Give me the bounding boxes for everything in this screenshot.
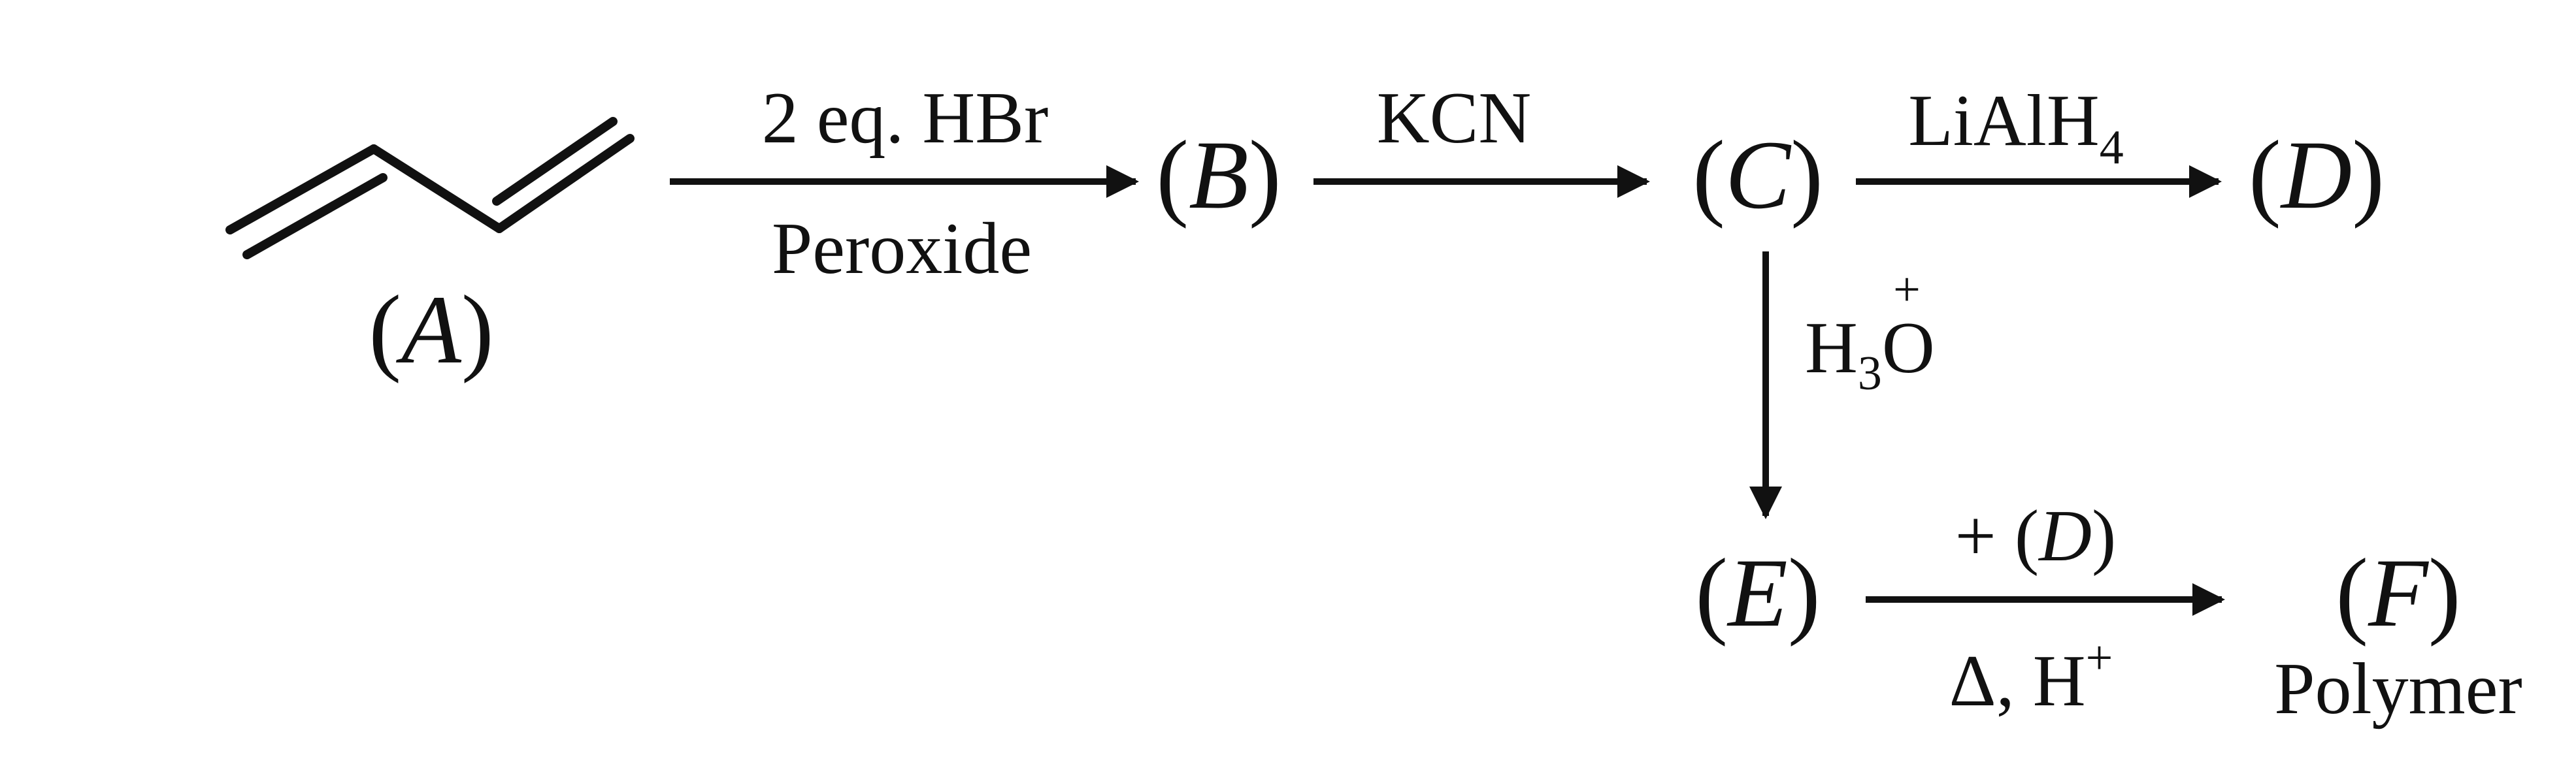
compound-e-label: (E) [1695,539,1821,647]
reagent-plus-d: + (D) [1955,496,2117,577]
h3o-charge: + [1893,263,1921,317]
compound-f-label: (F) [2336,539,2461,647]
compound-a-label: (A) [369,276,494,384]
bond-c2-c3 [369,144,504,233]
reagent-hbr: 2 eq. HBr [762,78,1049,159]
bond-c3-c4-double [492,117,618,206]
polymer-note: Polymer [2274,648,2522,729]
butadiene-structure [225,117,635,259]
compound-c-label: (C) [1693,121,1823,229]
reagent-peroxide: Peroxide [772,208,1032,289]
bond-c1-c2 [225,144,378,234]
compound-d-label: (D) [2249,121,2385,229]
reagent-kcn: KCN [1377,78,1531,159]
compound-b-label: (B) [1156,121,1281,229]
reagent-heat-acid: Δ, H+ [1949,632,2113,722]
reagent-lialh4: LiAlH4 [1908,80,2123,174]
reagent-h3o-plus: H3O [1805,308,1935,400]
bond-c3-c4 [495,134,635,233]
bond-c1-c2-double [242,173,388,259]
